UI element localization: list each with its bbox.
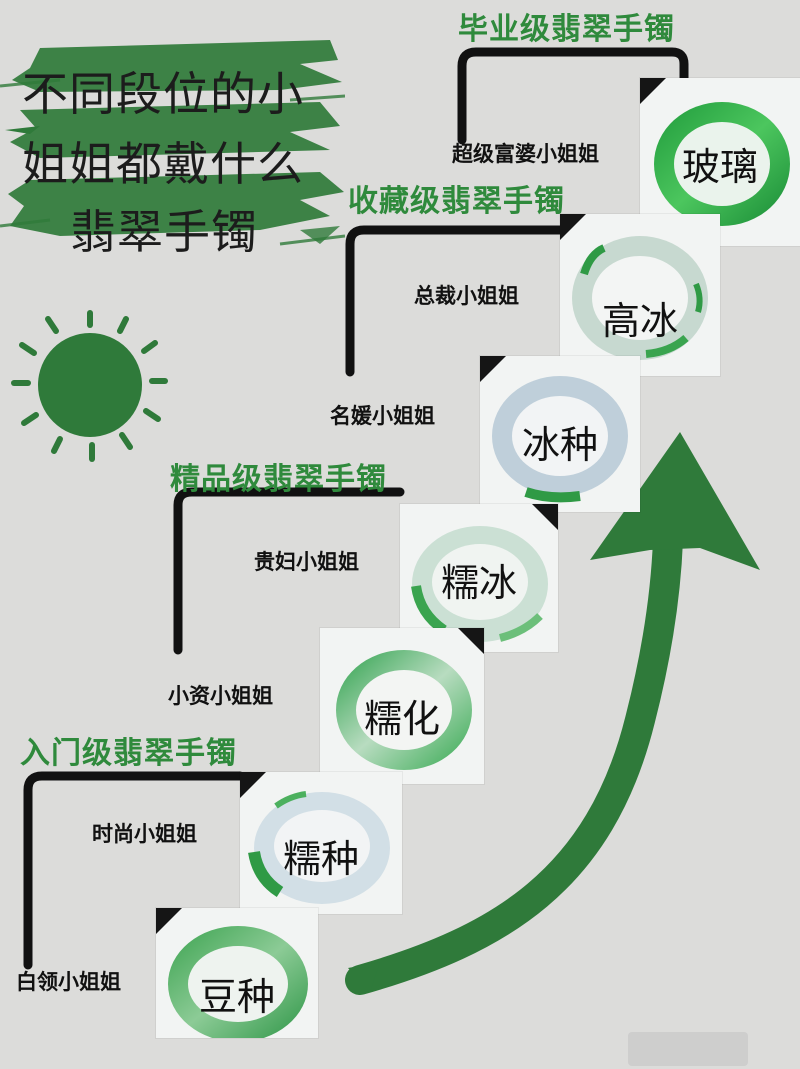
title-line-2: 姐姐都戴什么 — [22, 137, 304, 191]
person-label-petty-bourgeois: 小资小姐姐 — [168, 684, 273, 708]
bracelet-icon — [248, 791, 390, 904]
bracelet-card-bean: 豆种 — [156, 908, 318, 1038]
person-label-noble-lady: 贵妇小姐姐 — [254, 550, 359, 574]
grade-label-glutinous-melt: 糯化 — [363, 697, 440, 741]
tier-label-premium: 精品级翡翠手镯 — [170, 462, 387, 497]
tier-label-entry: 入门级翡翠手镯 — [20, 736, 237, 771]
bracelet-card-glutinous-ice: 糯冰 — [400, 504, 558, 652]
bracelet-card-glutinous: 糯种 — [240, 772, 402, 914]
bracelet-card-glass: 玻璃 — [640, 78, 800, 246]
bracelet-icon — [168, 926, 308, 1038]
bracelet-card-glutinous-melt: 糯化 — [320, 628, 484, 784]
up-arrow-icon — [345, 432, 760, 995]
grade-label-high-ice: 高冰 — [601, 299, 678, 343]
watermark — [628, 1032, 748, 1066]
bracelet-card-high-ice: 高冰 — [560, 214, 720, 376]
tier-label-collection: 收藏级翡翠手镯 — [348, 184, 565, 219]
grade-label-glutinous: 糯种 — [282, 837, 359, 881]
person-label-fashionable: 时尚小姐姐 — [92, 822, 197, 846]
person-label-super-rich: 超级富婆小姐姐 — [452, 142, 599, 166]
person-label-ceo: 总裁小姐姐 — [414, 284, 519, 308]
title: 不同段位的小 姐姐都戴什么 翡翠手镯 — [0, 28, 345, 259]
title-line-3: 翡翠手镯 — [70, 205, 258, 259]
bracelet-card-ice: 冰种 — [480, 356, 640, 512]
bracelet-icon — [411, 526, 548, 642]
person-label-socialite: 名媛小姐姐 — [330, 404, 435, 428]
sun-icon — [11, 310, 168, 462]
bracelet-icon — [336, 650, 472, 770]
tier-label-graduate: 毕业级翡翠手镯 — [458, 12, 675, 47]
title-brush-stroke — [0, 40, 345, 246]
bracelet-icon — [654, 102, 790, 226]
grade-label-glass: 玻璃 — [681, 145, 758, 189]
person-label-white-collar: 白领小姐姐 — [16, 970, 121, 994]
grade-label-bean: 豆种 — [198, 975, 275, 1019]
title-line-1: 不同段位的小 — [22, 67, 304, 121]
grade-label-glutinous-ice: 糯冰 — [440, 561, 517, 605]
grade-label-ice: 冰种 — [521, 423, 598, 467]
bracelet-icon — [492, 376, 628, 503]
bracelet-icon — [572, 236, 708, 360]
